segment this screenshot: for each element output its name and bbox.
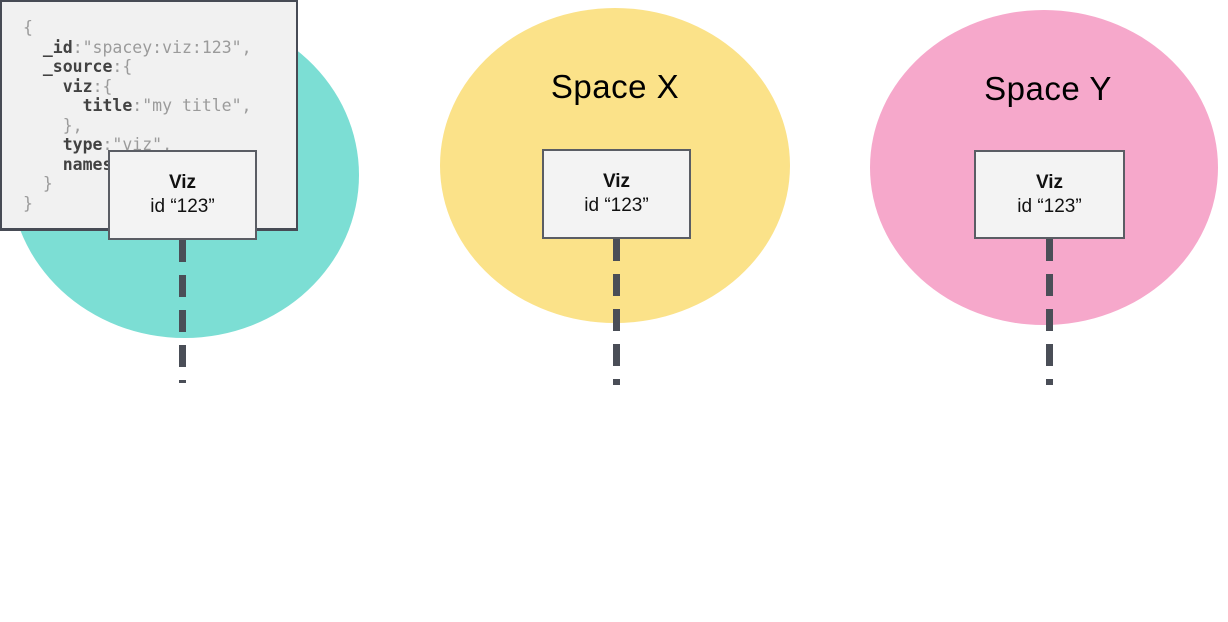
dashed-connector-line [179,240,186,383]
code-line: { [23,18,33,37]
code-line: _id:"spacey:viz:123", [42,37,252,57]
code-line: }, [62,115,83,135]
code-line: { [23,18,33,37]
code-line: _source:{ [42,57,133,76]
code-line: { [23,18,33,37]
space-title-y: Space Y [984,70,1112,107]
viz-card-default: Viz id “123” [108,150,257,240]
code-line: type:"viz", [62,135,173,154]
code-line: namespace:"spacey", [62,154,252,174]
code-line: _id:"spacex:viz:123", [42,37,252,57]
dashed-connector-line [613,239,620,385]
code-line: } [23,193,33,213]
code-line: namespace:"spacex", [62,154,252,174]
code-line: viz:{ [62,76,113,96]
viz-card-title: Viz [1035,171,1064,193]
viz-card-id: id “123” [584,195,649,216]
space-circle-y [870,10,1218,325]
saved-object-document-y: { _id:"spacey:viz:123", _source:{ viz:{ … [0,0,298,231]
saved-object-document-x: { _id:"spacex:viz:123", _source:{ viz:{ … [0,0,298,231]
viz-card-title: Viz [168,172,197,193]
space-circle-default [10,12,359,338]
code-line: title:"my title", [82,96,252,115]
code-line: viz:{ [62,76,113,96]
code-line: }, [62,115,83,135]
viz-card-id: id “123” [150,196,215,217]
viz-card-id: id “123” [1017,195,1082,217]
dashed-connector-line [1046,239,1053,385]
saved-object-document-default: { _id:"viz:123", _source:{ viz:{ title:"… [0,0,298,231]
code-line: viz:{ [62,76,113,96]
space-title-default: Default [129,72,239,109]
viz-card-title: Viz [602,171,631,192]
space-circle-x [440,8,790,323]
code-line: _id:"viz:123", [42,37,182,57]
code-line: } [42,174,53,193]
code-line: _source:{ [42,57,133,76]
code-line: type:"viz", [62,135,173,154]
code-line: } [23,193,33,213]
code-line: _source:{ [42,57,133,76]
code-line: } [23,193,33,213]
code-line: title:"my title", [82,96,252,115]
viz-card-y: Viz id “123” [974,150,1125,239]
space-title-x: Space X [550,68,680,105]
code-line: type:"viz", [62,135,173,154]
code-line: title:"my title", [82,96,252,115]
code-line: } [42,174,53,193]
code-line: namespace:undefined, [62,154,262,174]
code-line: }, [62,115,83,135]
viz-card-x: Viz id “123” [542,149,691,239]
code-line: } [42,174,53,193]
